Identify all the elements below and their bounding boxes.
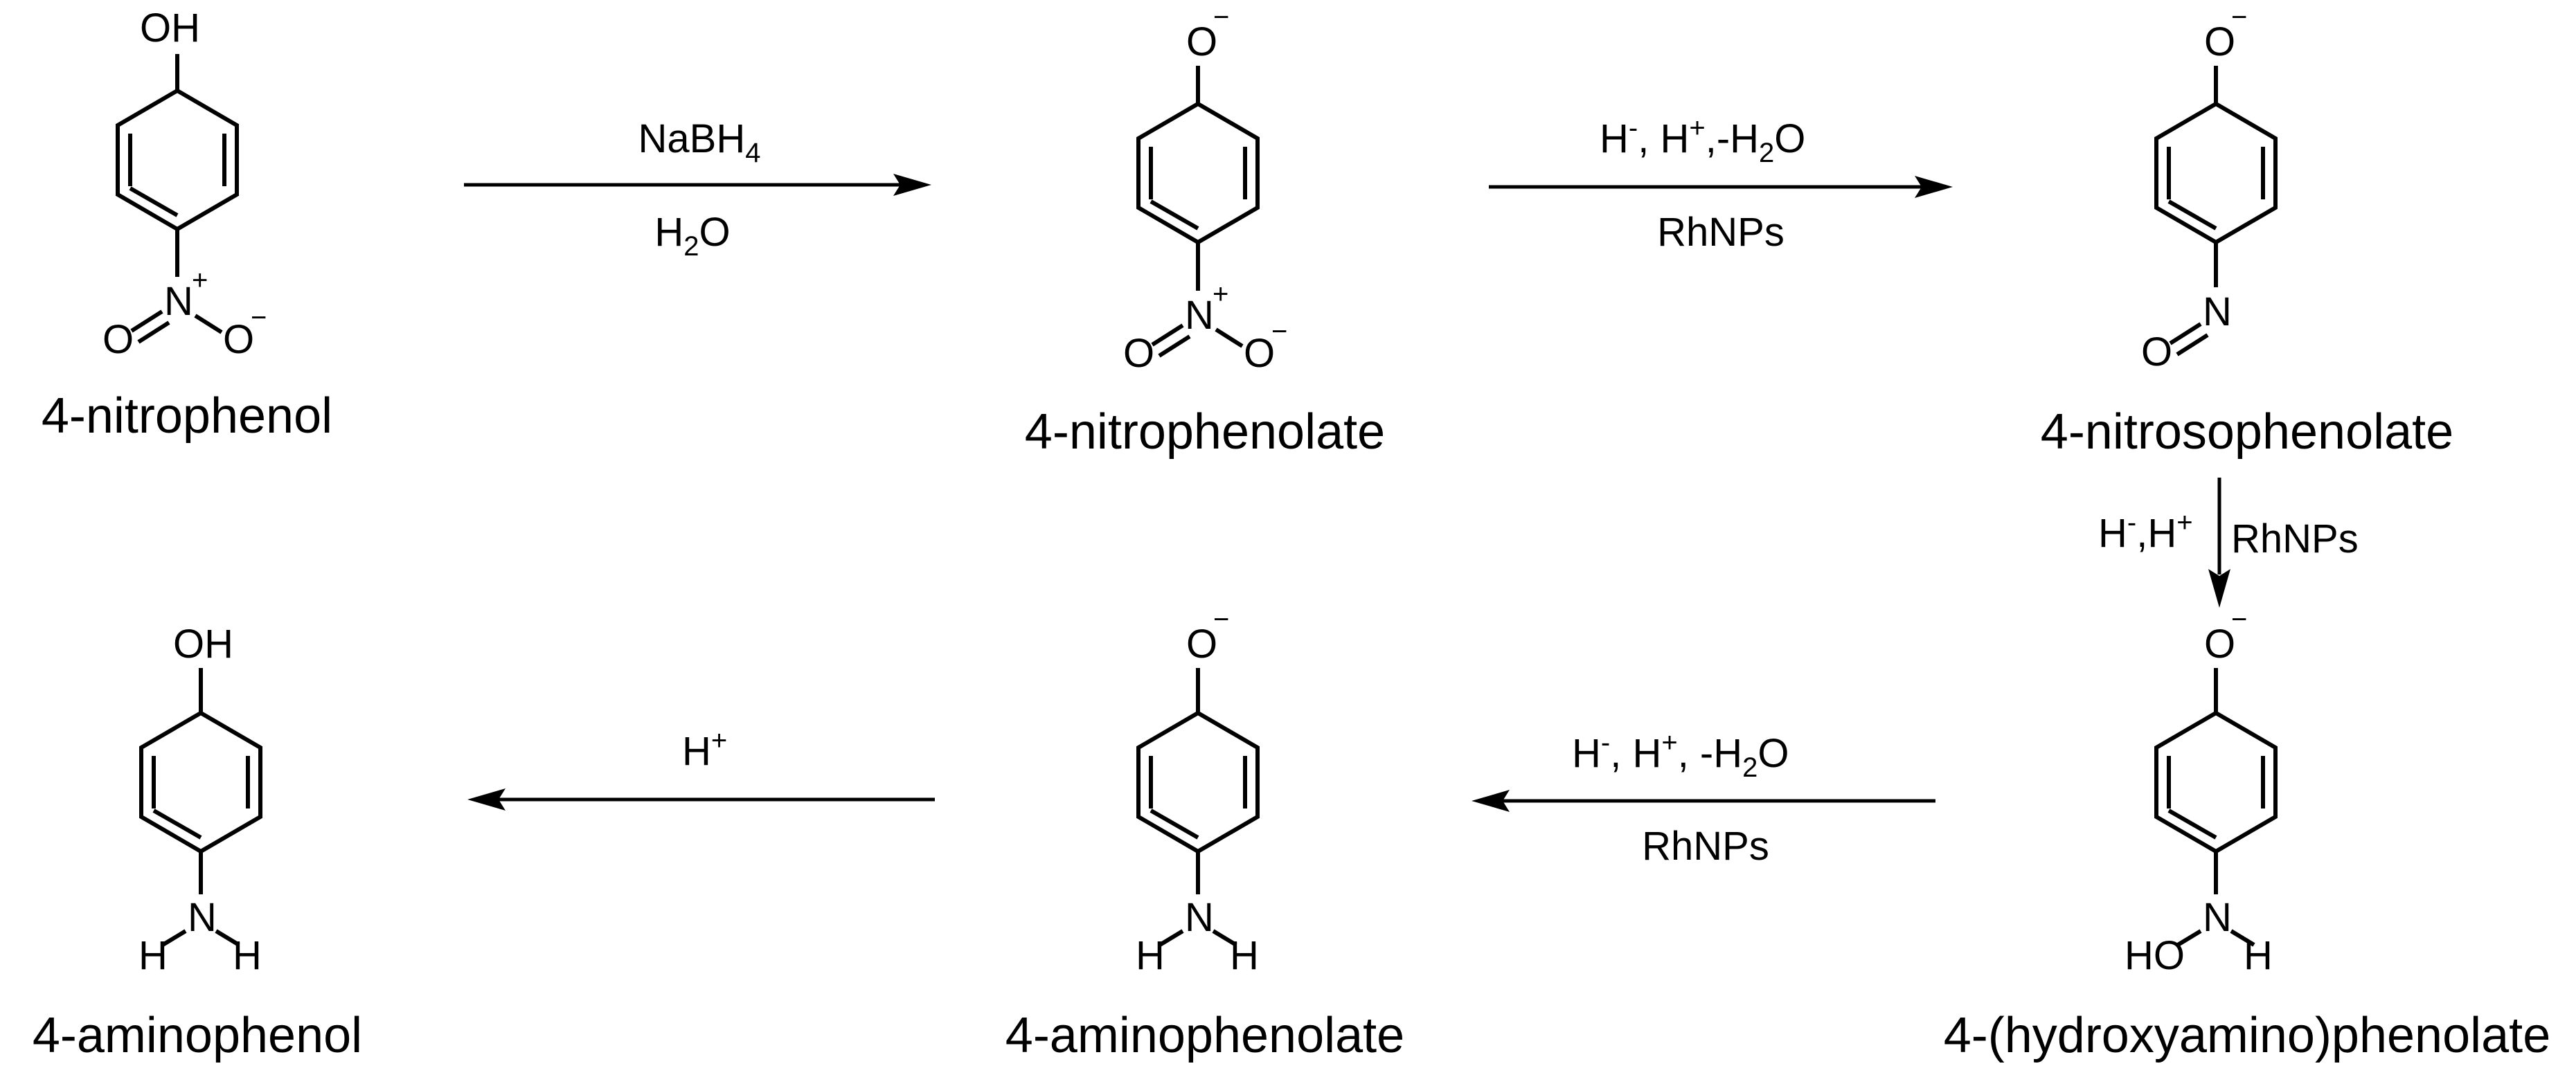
oxygen-right: O: [223, 317, 254, 362]
benzene-ring: [139, 668, 262, 894]
compound-name: 4-(hydroxyamino)phenolate: [1944, 1008, 2550, 1063]
compound-name: 4-nitrophenol: [42, 388, 332, 444]
oxygen-label: O: [1186, 622, 1217, 667]
hydrogen-left: H: [1136, 933, 1165, 978]
compound-4-aminophenol: OH N H H 4-aminophenol: [33, 622, 362, 1063]
arrow-step-3: H-,H+ RhNPs: [2098, 478, 2359, 608]
oxygen-label: O: [1186, 19, 1217, 64]
arrow-step-4: H-, H+, -H2O RhNPs: [1472, 728, 1935, 869]
compound-4-aminophenolate: O − N H H 4-aminophenolate: [1005, 604, 1404, 1063]
benzene-ring: [116, 54, 239, 277]
nitrogen-label: N: [2203, 895, 2232, 940]
oxygen-left: O: [1123, 331, 1154, 376]
oxygen-right: O: [1244, 331, 1275, 376]
compound-name: 4-nitrophenolate: [1025, 404, 1385, 460]
reagent-left: H-,H+: [2098, 507, 2193, 556]
negative-charge: −: [1271, 316, 1287, 347]
oxygen-label: O: [2204, 622, 2235, 667]
hydrogen-right: H: [1230, 933, 1259, 978]
arrow-step-5: H+: [467, 725, 935, 811]
n-o-single-bond: [194, 314, 223, 334]
reagent-right: RhNPs: [2231, 516, 2359, 561]
compound-name: 4-aminophenol: [33, 1008, 362, 1063]
compound-4-nitrosophenolate: O − N O 4-nitrosophenolate: [2041, 2, 2453, 460]
negative-charge: −: [1213, 2, 1229, 33]
negative-charge: −: [2231, 2, 2247, 33]
oxygen-left: O: [2141, 329, 2172, 374]
n-o-double-bond: [1151, 323, 1184, 347]
oxygen-left: O: [102, 317, 134, 362]
n-o-single-bond: [1215, 327, 1244, 348]
compound-name: 4-nitrosophenolate: [2041, 404, 2453, 460]
reagent-below: H2O: [654, 210, 730, 262]
oxygen-label: O: [2204, 19, 2235, 64]
benzene-ring: [1136, 66, 1260, 291]
benzene-ring: [2154, 66, 2278, 287]
n-o-double-bond: [2169, 322, 2202, 345]
hydrogen-left: H: [138, 933, 168, 978]
negative-charge: −: [251, 302, 267, 333]
reagent-above: H+: [682, 725, 727, 774]
hydrogen-substituent: H: [2244, 933, 2273, 978]
n-o-double-bond: [130, 309, 163, 333]
nitrogen-label: N: [188, 895, 217, 940]
benzene-ring: [1136, 668, 1260, 894]
nitrogen-label: N: [1185, 895, 1214, 940]
compound-4-hydroxyaminophenolate: O − N HO H 4-(hydroxyamino)phenolate: [1944, 604, 2550, 1063]
compound-name: 4-aminophenolate: [1005, 1008, 1404, 1063]
reagent-below: RhNPs: [1657, 210, 1785, 255]
reagent-below: RhNPs: [1642, 824, 1769, 869]
positive-charge: +: [192, 265, 208, 296]
nitrogen-label: N: [1185, 293, 1214, 338]
reagent-above: H-, H+, -H2O: [1572, 728, 1789, 783]
arrow-step-2: H-, H+,-H2O RhNPs: [1489, 113, 1953, 255]
negative-charge: −: [2231, 604, 2247, 635]
reagent-above: NaBH4: [638, 116, 761, 168]
nitrogen-label: N: [164, 279, 193, 324]
oh-label: OH: [173, 622, 233, 667]
nitrogen-label: N: [2203, 289, 2232, 334]
hydrogen-right: H: [233, 933, 262, 978]
compound-4-nitrophenolate: O − N + O O − 4-nitrophenolate: [1025, 2, 1385, 460]
oh-label: OH: [140, 6, 200, 51]
reagent-above: H-, H+,-H2O: [1600, 113, 1805, 168]
compound-4-nitrophenol: OH N + O O − 4-nitrophenol: [42, 6, 332, 444]
negative-charge: −: [1213, 604, 1229, 635]
hydroxyl-substituent: HO: [2125, 933, 2185, 978]
positive-charge: +: [1213, 279, 1228, 309]
benzene-ring: [2154, 668, 2278, 894]
arrow-step-1: NaBH4 H2O: [464, 116, 931, 262]
